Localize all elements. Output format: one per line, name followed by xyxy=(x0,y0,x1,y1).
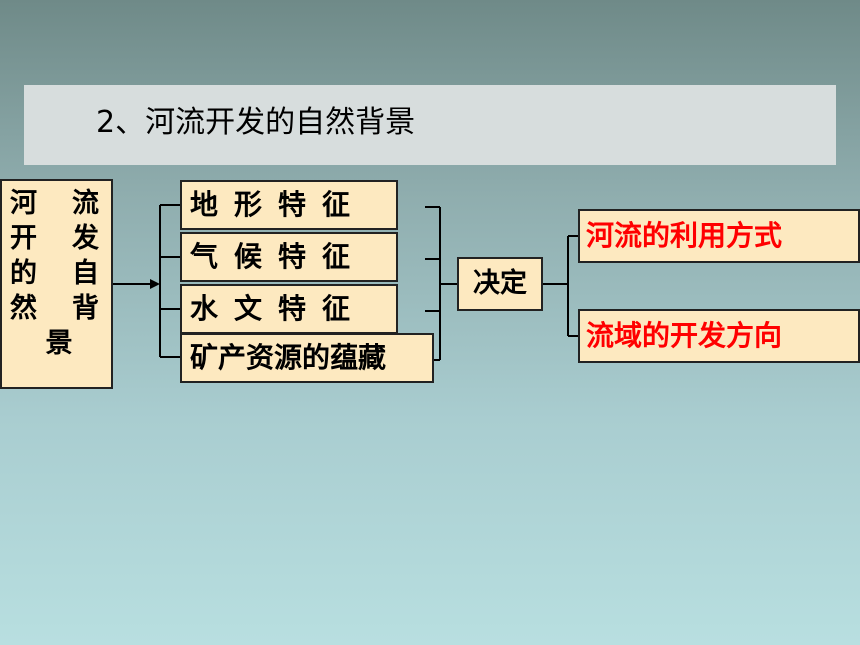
title-bar: 2、河流开发的自然背景 xyxy=(24,85,836,165)
root-char: 开 xyxy=(10,223,37,254)
root-char: 背 xyxy=(72,293,99,324)
result-basin-development: 流域的开发方向 xyxy=(578,309,860,363)
factor-terrain: 地形特征 xyxy=(180,180,398,230)
factor-minerals: 矿产资源的蕴藏 xyxy=(180,333,434,383)
root-char: 流 xyxy=(72,188,99,219)
factor-hydrology: 水文特征 xyxy=(180,284,398,334)
root-node-text: 河 流 开 发 的 自 然 背 景 xyxy=(10,189,108,359)
root-node-box: 河 流 开 发 的 自 然 背 景 xyxy=(0,179,113,389)
root-char: 发 xyxy=(72,223,99,254)
root-char: 河 xyxy=(10,188,37,219)
slide-title: 2、河流开发的自然背景 xyxy=(96,105,416,140)
result-river-use: 河流的利用方式 xyxy=(578,209,860,263)
factor-climate: 气候特征 xyxy=(180,232,398,282)
root-char: 然 xyxy=(10,293,37,324)
root-char: 的 xyxy=(10,258,37,289)
root-char: 自 xyxy=(72,258,99,289)
root-char: 景 xyxy=(45,328,73,359)
root-arrowhead xyxy=(150,279,160,289)
decide-node: 决定 xyxy=(457,257,543,311)
